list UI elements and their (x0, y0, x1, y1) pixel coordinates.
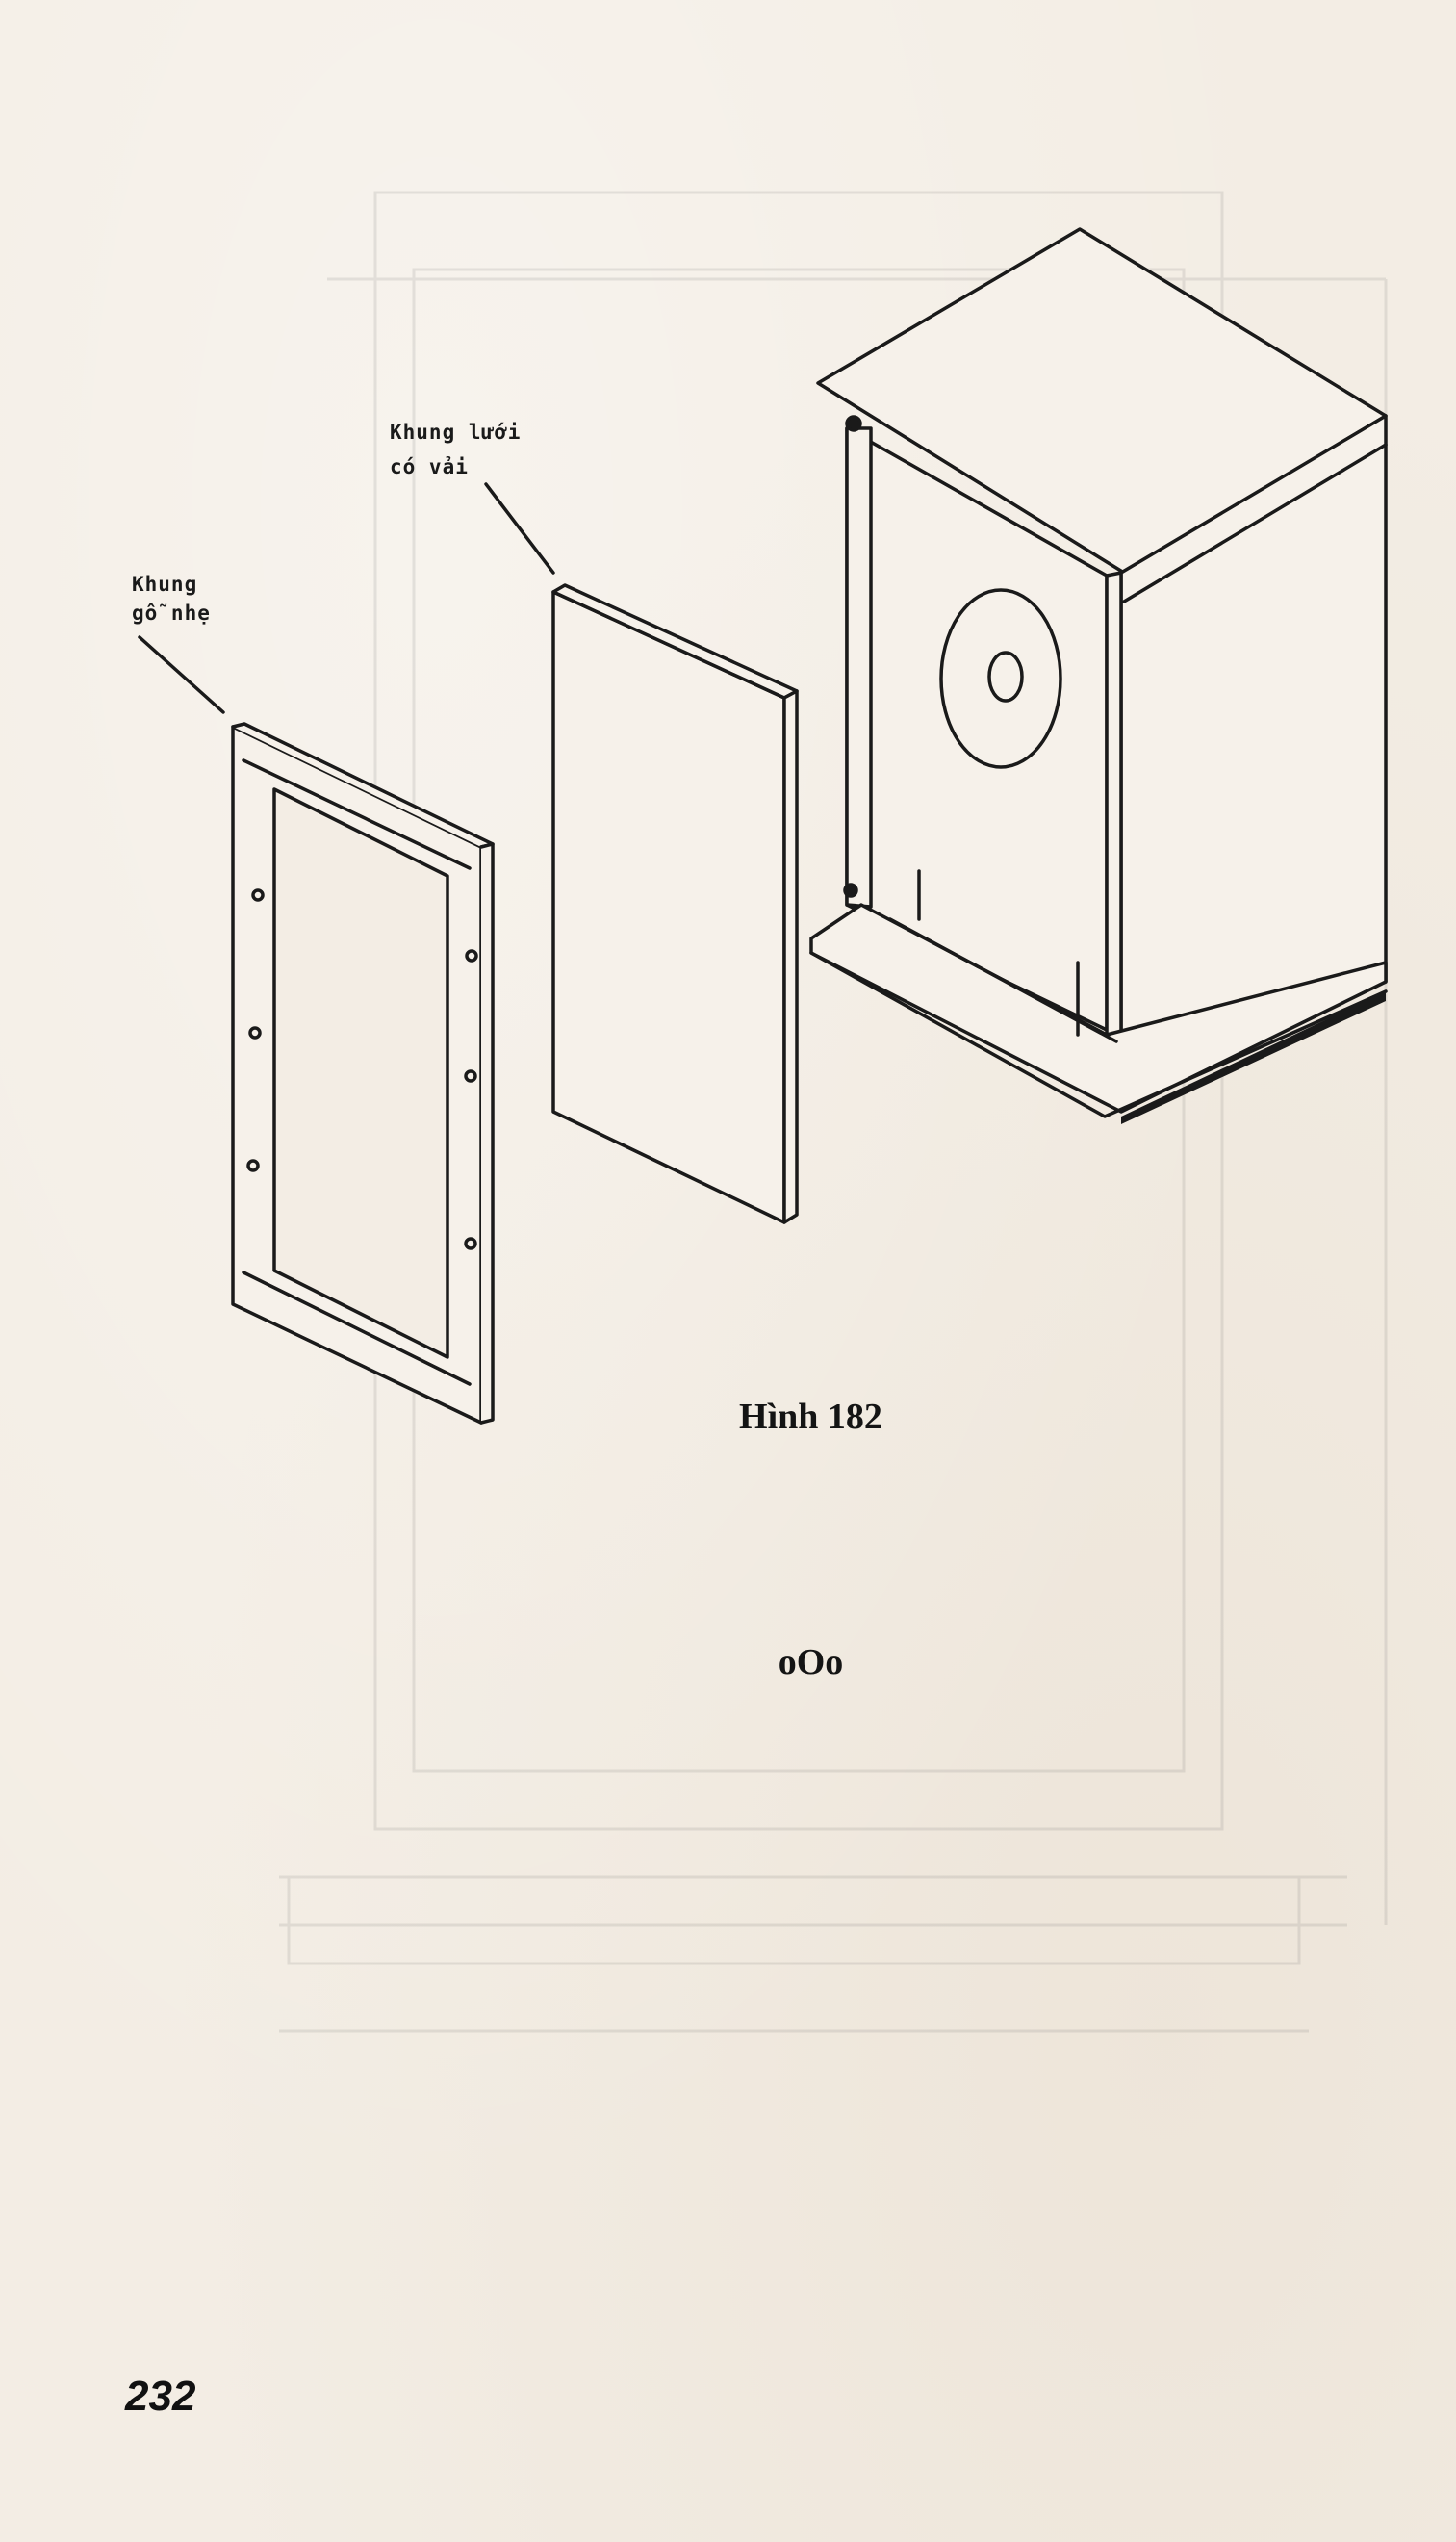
mesh-frame-leader (484, 482, 555, 575)
mesh-frame-label-line2: có vải (390, 455, 469, 478)
wood-frame-leader (138, 635, 225, 714)
wood-frame-drawing (231, 722, 495, 1425)
speaker-cabinet-drawing (809, 227, 1388, 1118)
speaker-exploded-diagram (138, 227, 1388, 1425)
mesh-frame-label-line1: Khung lưới (390, 421, 522, 444)
wood-frame-label-line1: Khung (132, 573, 198, 596)
page-number: 232 (125, 2373, 196, 2420)
section-separator: oOo (778, 1642, 844, 1682)
wood-frame-label-line2: gỗ nhẹ (132, 602, 211, 625)
mesh-panel-drawing (551, 583, 799, 1224)
figure-caption: Hình 182 (739, 1397, 882, 1437)
